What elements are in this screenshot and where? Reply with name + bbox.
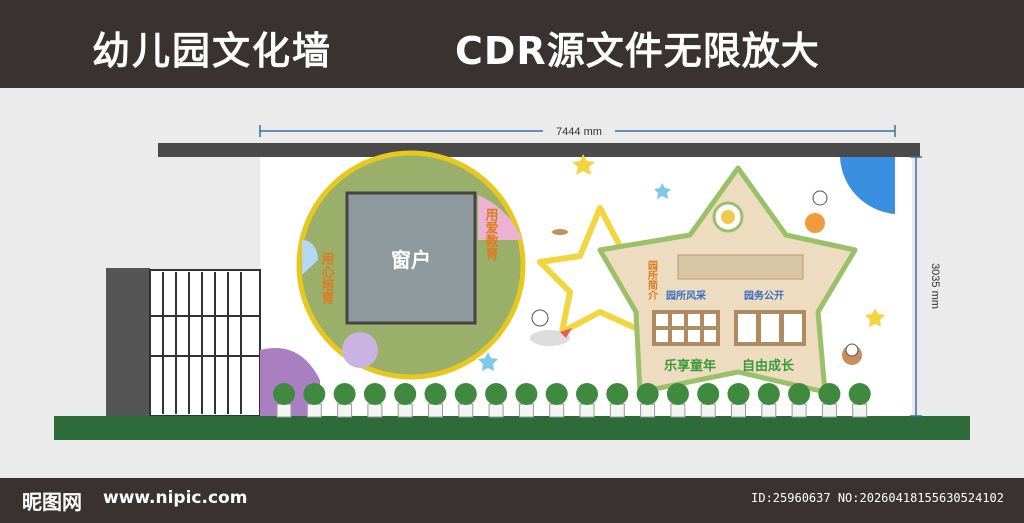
plant-bush [485,383,508,405]
plant-pot [488,403,504,418]
slogan-left: 乐享童年 [664,358,716,374]
plant-pot [276,403,292,418]
astronaut-planet-icon [805,190,828,233]
style-photo-grid [652,310,720,346]
plant-pot [609,403,625,418]
plant-bush [788,383,811,405]
plant-pot [397,403,413,418]
star-icon [478,352,498,371]
banner-title-left: 幼儿园文化墙 [92,29,333,73]
plant-bush [273,383,295,405]
plant-bush [545,383,568,405]
plant-bush [303,383,326,405]
plant-pot [731,403,746,418]
plant-pot [458,403,474,418]
intro-text-block [677,254,804,280]
plant-pot [821,403,837,418]
intro-title: 园所简介 [646,260,659,300]
public-title: 园务公开 [744,289,784,302]
star-icon [865,308,885,327]
plant-bush [424,383,447,405]
plant-pot [367,403,383,418]
plant-bush [636,383,659,405]
plant-pot [700,403,716,418]
height-dimension-line [910,156,922,417]
plant-bush [666,383,689,405]
plant-bush [515,383,538,405]
site-url: www.nipic.com [103,488,248,508]
star-icon [654,183,671,199]
plant-pot [852,403,868,418]
plant-pot [579,403,595,418]
plant-pot [549,403,565,418]
plant-bush [757,383,780,405]
plant-row [273,383,871,418]
plant-pot [670,403,686,418]
bottom-banner: 昵图网 www.nipic.com ID:25960637 NO:2026041… [0,478,1024,523]
plant-bush [848,383,871,405]
star-icon [572,154,595,175]
window-label: 窗户 [391,248,431,272]
window-frame [345,191,477,325]
circle-text-left: 用心培育 [319,252,336,305]
plant-bush [333,383,356,405]
ground-strip [54,416,970,440]
image-id: ID:25960637 NO:20260418155630524102 [751,491,1004,505]
plant-bush [727,383,750,405]
roof-beam [158,143,920,157]
top-banner: 幼儿园文化墙 CDR源文件无限放大 [0,0,1024,88]
site-logo: 昵图网 [22,490,82,514]
width-dimension: 7444 mm [556,126,602,138]
plant-bush [697,383,720,405]
style-title: 园所风采 [666,289,706,302]
plant-pot [428,403,443,418]
public-notice-panels [734,310,806,346]
plant-pot [518,403,534,418]
circle-text-right: 用爱教育 [483,208,500,261]
plant-pot [640,403,656,418]
plant-bush [454,383,477,405]
gate [106,268,261,417]
astronaut-rocket-icon [530,309,572,346]
circle-board [296,150,526,380]
height-dimension: 3035 mm [929,263,941,309]
plant-bush [363,383,386,405]
plant-pot [791,403,807,418]
plant-bush [606,383,629,405]
slogan-right: 自由成长 [742,358,795,374]
astronaut-moon-icon [842,343,862,365]
planet-shape [840,157,895,214]
plant-bush [576,383,598,405]
saturn-icon [552,229,568,235]
plant-pot [306,403,322,418]
plant-bush [394,383,417,405]
plant-bush [818,383,841,405]
plant-pot [761,403,777,418]
banner-title-right: CDR源文件无限放大 [455,29,820,73]
plant-pot [337,403,353,418]
